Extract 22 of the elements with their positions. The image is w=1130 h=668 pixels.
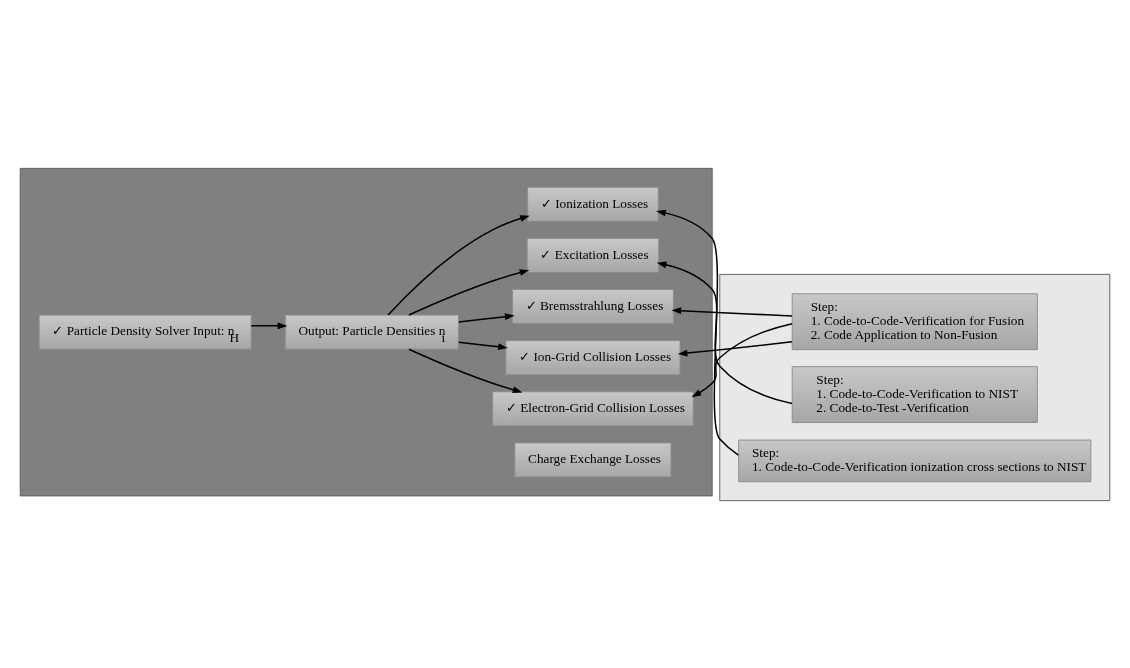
arrow [656,261,793,404]
node-box: Charge Exchange Losses [514,441,672,477]
node-box: ✓ Excitation Losses [526,237,660,273]
arrow [408,268,530,316]
node-box: Step: 1. Code-to-Code-Verification for Fusion 2. Code Application to Non-Fusion [791,292,1038,350]
node-box: Step: 1. Code-to-Code-Verification ionization cross sections to NIST [738,439,1092,482]
arrow [408,348,523,393]
node-box: ✓ Ion-Grid Collision Losses [505,339,681,375]
arrow [691,322,793,397]
node-box: ✓ Electron-Grid Collision Losses [492,390,694,426]
arrow [250,321,288,329]
cluster [19,167,713,496]
arrow [677,340,793,356]
arrow [671,306,793,317]
arrow [387,214,530,316]
node-box: ✓ Ionization Losses [527,186,659,222]
arrow [458,312,515,323]
arrow [656,209,740,456]
cluster [719,273,1111,501]
node-box: Step: 1. Code-to-Code-Verification to NIST 2. Code-to-Test -Verification [791,365,1038,423]
arrow [458,340,508,350]
node-box: ✓ Bremsstrahlung Losses [512,288,674,324]
